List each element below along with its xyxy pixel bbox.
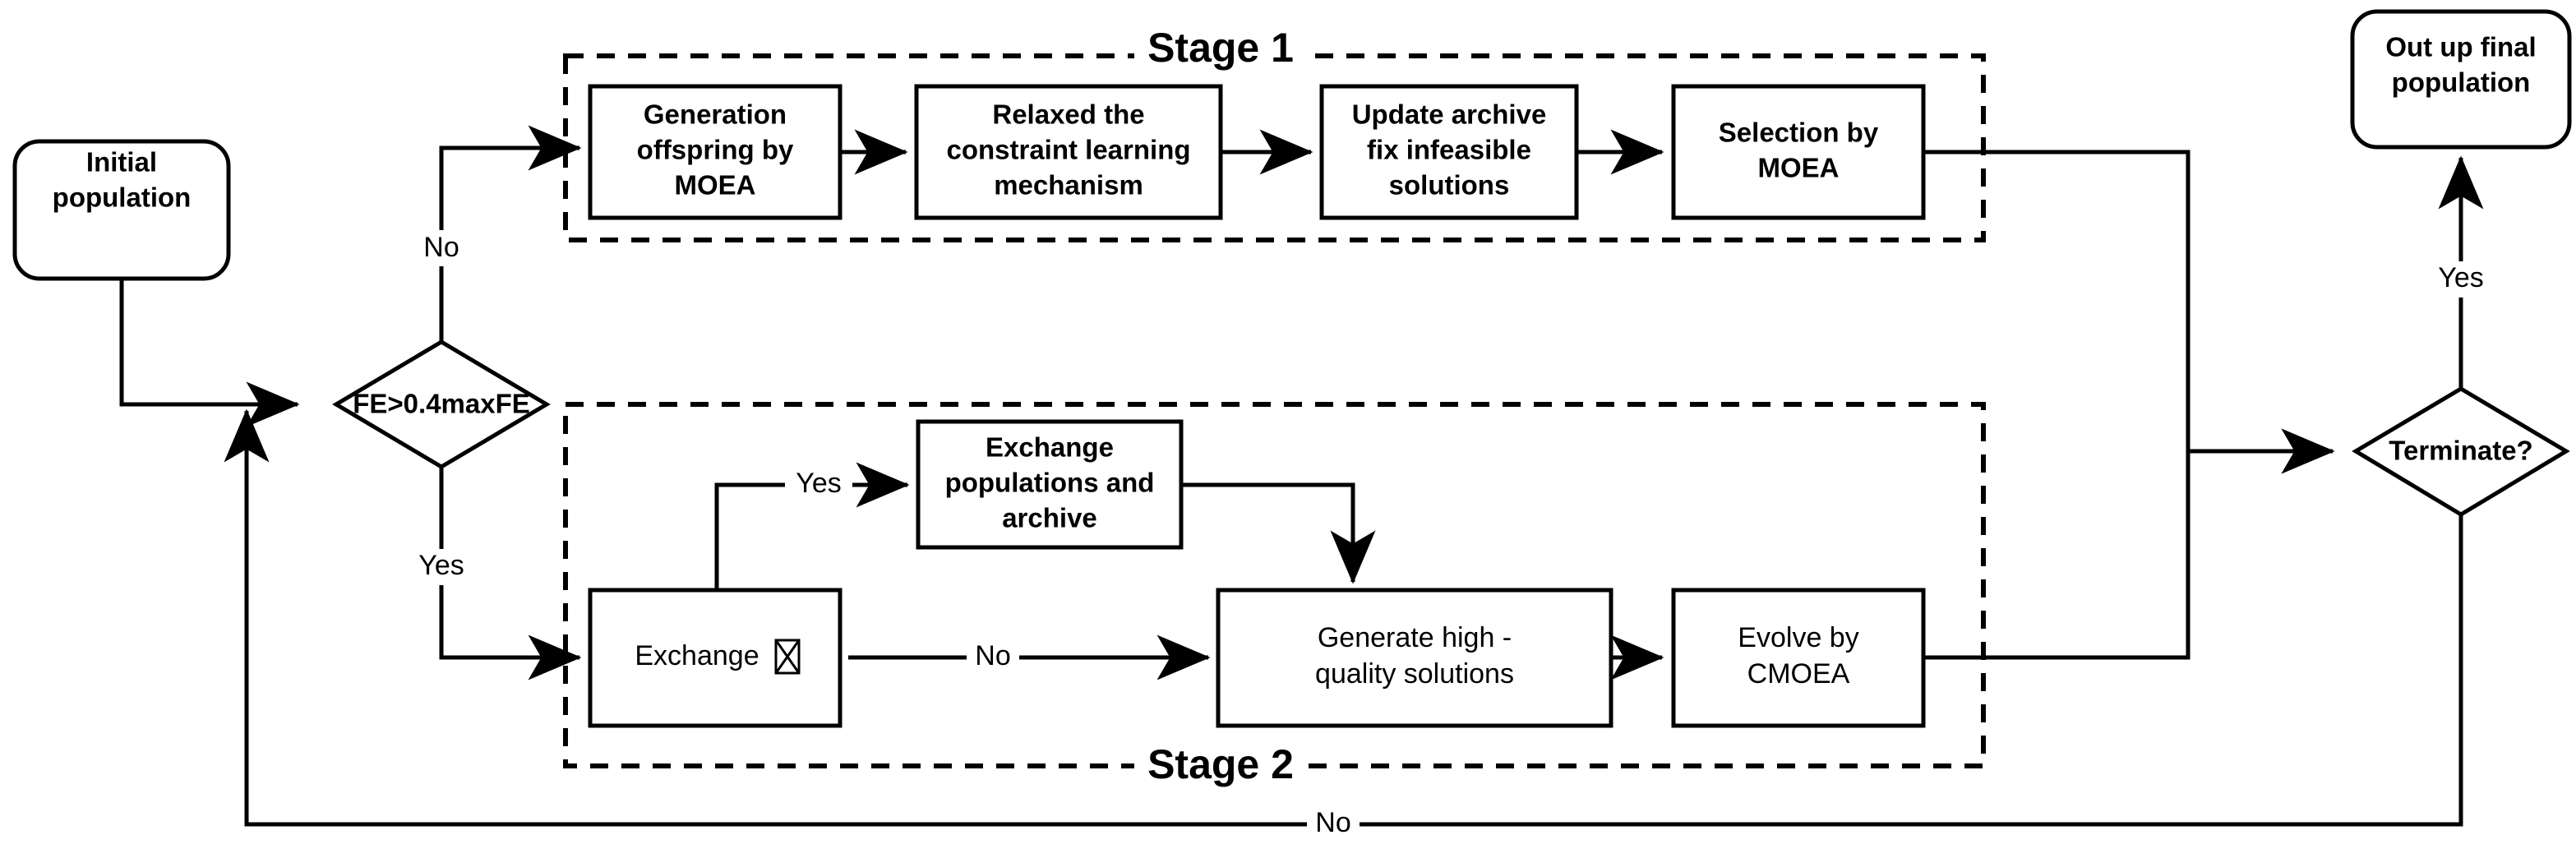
node-evolve-cmoea[interactable]: Evolve by CMOEA (1671, 588, 1926, 728)
edge-label-fe-no: No (423, 232, 459, 263)
node-terminate-decision-label: Terminate? (2389, 436, 2532, 466)
node-generation-offspring-line-2: offspring by (637, 135, 794, 165)
node-evolve-cmoea-line-2: CMOEA (1747, 658, 1850, 690)
fe-yes-label-backing (409, 549, 474, 585)
node-output-population-line-2: population (2392, 67, 2531, 98)
stage-2-label: Stage 2 (1147, 741, 1294, 787)
node-relaxed-constraint[interactable]: Relaxed the constraint learning mechanis… (914, 84, 1223, 220)
node-output-population-line-1: Out up final (2385, 32, 2536, 62)
terminate-no-label-backing (1307, 806, 1360, 842)
node-initial-population-line-2: population (53, 182, 192, 213)
node-evolve-cmoea-line-1: Evolve by (1738, 622, 1858, 653)
edge-initial-to-fe (119, 279, 300, 427)
edge-label-exchange-yes: Yes (796, 468, 841, 499)
edge-fe-no-to-generation (439, 125, 582, 342)
missing-glyph-icon (774, 639, 801, 675)
node-output-population[interactable]: Out up final population (2350, 9, 2572, 150)
node-fe-decision-label: FE>0.4maxFE (353, 389, 530, 419)
stage-2-container (563, 402, 1986, 768)
edge-fe-yes-to-exchange (439, 467, 582, 680)
node-update-archive-line-3: solutions (1389, 170, 1510, 201)
terminate-yes-label-backing (2428, 261, 2494, 298)
edge-evolve-to-terminate (1923, 428, 2335, 660)
node-generation-offspring[interactable]: Generation offspring by MOEA (588, 84, 843, 220)
node-selection-moea-line-1: Selection by (1719, 118, 1879, 148)
node-relaxed-constraint-line-1: Relaxed the (992, 99, 1144, 130)
exchange-yes-label-backing (785, 467, 852, 503)
edge-label-terminate-no: No (1315, 807, 1350, 838)
node-generate-high-quality[interactable]: Generate high - quality solutions (1216, 588, 1613, 728)
node-generate-high-quality-line-2: quality solutions (1315, 658, 1514, 690)
edge-label-exchange-no: No (975, 640, 1010, 671)
node-exchange-decision-label: Exchange (635, 640, 759, 671)
fe-no-label-backing (415, 230, 468, 266)
node-selection-moea-line-2: MOEA (1758, 153, 1840, 183)
edge-label-fe-yes: Yes (418, 550, 464, 581)
stage-2-label-backing (1134, 746, 1307, 787)
node-exchange-populations-line-1: Exchange (986, 432, 1114, 463)
stage-1-label: Stage 1 (1147, 25, 1294, 71)
stage-1-container (563, 53, 1986, 242)
node-exchange-populations[interactable]: Exchange populations and archive (916, 419, 1184, 550)
node-exchange-decision[interactable]: Exchange (588, 588, 843, 728)
node-exchange-populations-line-3: archive (1002, 503, 1097, 533)
node-fe-decision[interactable]: FE>0.4maxFE (332, 339, 551, 469)
node-generation-offspring-line-1: Generation (644, 99, 787, 130)
stage-1-label-backing (1134, 36, 1307, 77)
exchange-no-label-backing (967, 639, 1019, 676)
node-initial-population-line-1: Initial (86, 147, 157, 178)
node-generation-offspring-line-3: MOEA (675, 170, 756, 201)
node-generate-high-quality-line-1: Generate high - (1318, 622, 1512, 653)
node-update-archive[interactable]: Update archive fix infeasible solutions (1319, 84, 1579, 220)
node-update-archive-line-1: Update archive (1352, 99, 1547, 130)
node-update-archive-line-2: fix infeasible (1367, 135, 1531, 165)
node-selection-moea[interactable]: Selection by MOEA (1671, 84, 1926, 220)
node-exchange-populations-line-2: populations and (945, 468, 1155, 498)
node-relaxed-constraint-line-2: constraint learning (946, 135, 1190, 165)
node-terminate-decision[interactable]: Terminate? (2352, 386, 2570, 517)
node-relaxed-constraint-line-3: mechanism (994, 170, 1143, 201)
node-initial-population[interactable]: Initial population (12, 139, 231, 281)
edge-populations-to-generate (1181, 482, 1376, 584)
edge-label-terminate-yes: Yes (2438, 262, 2483, 293)
